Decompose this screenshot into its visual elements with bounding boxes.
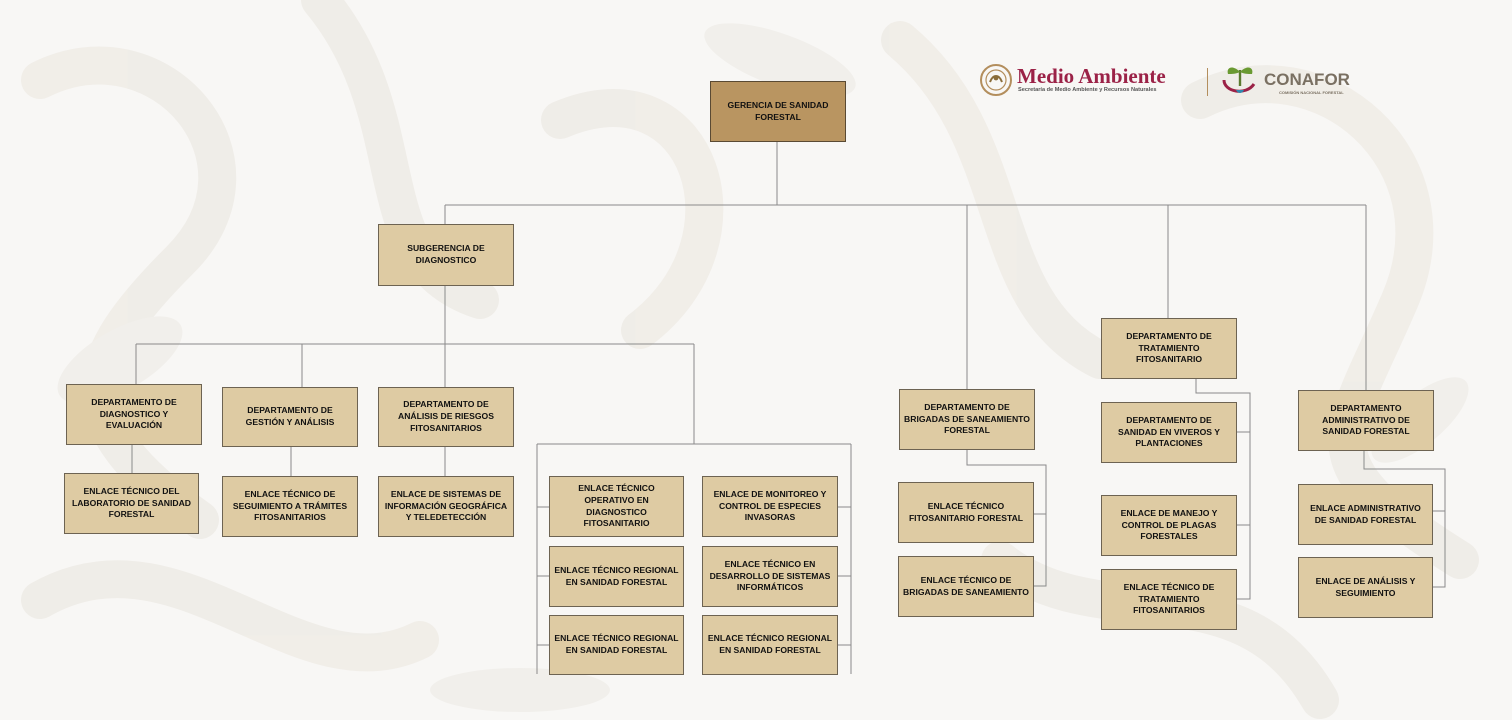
- box-enlace-desarrollo-sistemas: ENLACE TÉCNICO EN DESARROLLO DE SISTEMAS…: [702, 546, 838, 607]
- box-depto-tratamiento-fitosanitario: DEPARTAMENTO DE TRATAMIENTO FITOSANITARI…: [1101, 318, 1237, 379]
- box-depto-gestion-analisis: DEPARTAMENTO DE GESTIÓN Y ANÁLISIS: [222, 387, 358, 447]
- box-depto-diagnostico-evaluacion: DEPARTAMENTO DE DIAGNOSTICO Y EVALUACIÓN: [66, 384, 202, 445]
- logo-divider: [1207, 68, 1208, 96]
- box-enlace-analisis-seguimiento: ENLACE DE ANÁLISIS Y SEGUIMIENTO: [1298, 557, 1433, 618]
- box-enlace-brigadas-saneamiento: ENLACE TÉCNICO DE BRIGADAS DE SANEAMIENT…: [898, 556, 1034, 617]
- box-enlace-regional-2: ENLACE TÉCNICO REGIONAL EN SANIDAD FORES…: [549, 615, 684, 675]
- box-enlace-tratamiento-fitosanitarios: ENLACE TÉCNICO DE TRATAMIENTO FITOSANITA…: [1101, 569, 1237, 630]
- medio-ambiente-logo: Medio Ambiente Secretaría de Medio Ambie…: [980, 64, 1200, 98]
- box-enlace-regional-3: ENLACE TÉCNICO REGIONAL EN SANIDAD FORES…: [702, 615, 838, 675]
- box-gerencia-sanidad-forestal: GERENCIA DE SANIDAD FORESTAL: [710, 81, 846, 142]
- mexico-seal-icon: [980, 64, 1012, 96]
- conafor-title: CONAFOR: [1264, 70, 1350, 89]
- box-enlace-operativo-diagnostico: ENLACE TÉCNICO OPERATIVO EN DIAGNOSTICO …: [549, 476, 684, 537]
- box-enlace-seguimiento-tramites: ENLACE TÉCNICO DE SEGUIMIENTO A TRÁMITES…: [222, 476, 358, 537]
- medio-ambiente-subtitle: Secretaría de Medio Ambiente y Recursos …: [1018, 87, 1157, 93]
- medio-ambiente-title: Medio Ambiente: [1017, 64, 1166, 88]
- box-depto-riesgos-fitosanitarios: DEPARTAMENTO DE ANÁLISIS DE RIESGOS FITO…: [378, 387, 514, 447]
- box-enlace-regional-1: ENLACE TÉCNICO REGIONAL EN SANIDAD FORES…: [549, 546, 684, 607]
- box-depto-administrativo: DEPARTAMENTO ADMINISTRATIVO DE SANIDAD F…: [1298, 390, 1434, 451]
- box-enlace-fitosanitario-forestal: ENLACE TÉCNICO FITOSANITARIO FORESTAL: [898, 482, 1034, 543]
- box-subgerencia-diagnostico: SUBGERENCIA DE DIAGNOSTICO: [378, 224, 514, 286]
- conafor-subtitle: COMISIÓN NACIONAL FORESTAL: [1279, 90, 1344, 95]
- box-enlace-manejo-plagas: ENLACE DE MANEJO Y CONTROL DE PLAGAS FOR…: [1101, 495, 1237, 556]
- box-depto-sanidad-viveros: DEPARTAMENTO DE SANIDAD EN VIVEROS Y PLA…: [1101, 402, 1237, 463]
- box-enlace-monitoreo-especies: ENLACE DE MONITOREO Y CONTROL DE ESPECIE…: [702, 476, 838, 537]
- box-enlace-laboratorio: ENLACE TÉCNICO DEL LABORATORIO DE SANIDA…: [64, 473, 199, 534]
- conafor-sprout-icon: [1222, 67, 1256, 93]
- box-enlace-sistemas-geograficos: ENLACE DE SISTEMAS DE INFORMACIÓN GEOGRÁ…: [378, 476, 514, 537]
- conafor-logo: CONAFOR COMISIÓN NACIONAL FORESTAL: [1218, 60, 1358, 100]
- box-enlace-administrativo: ENLACE ADMINISTRATIVO DE SANIDAD FORESTA…: [1298, 484, 1433, 545]
- box-depto-brigadas-saneamiento: DEPARTAMENTO DE BRIGADAS DE SANEAMIENTO …: [899, 389, 1035, 450]
